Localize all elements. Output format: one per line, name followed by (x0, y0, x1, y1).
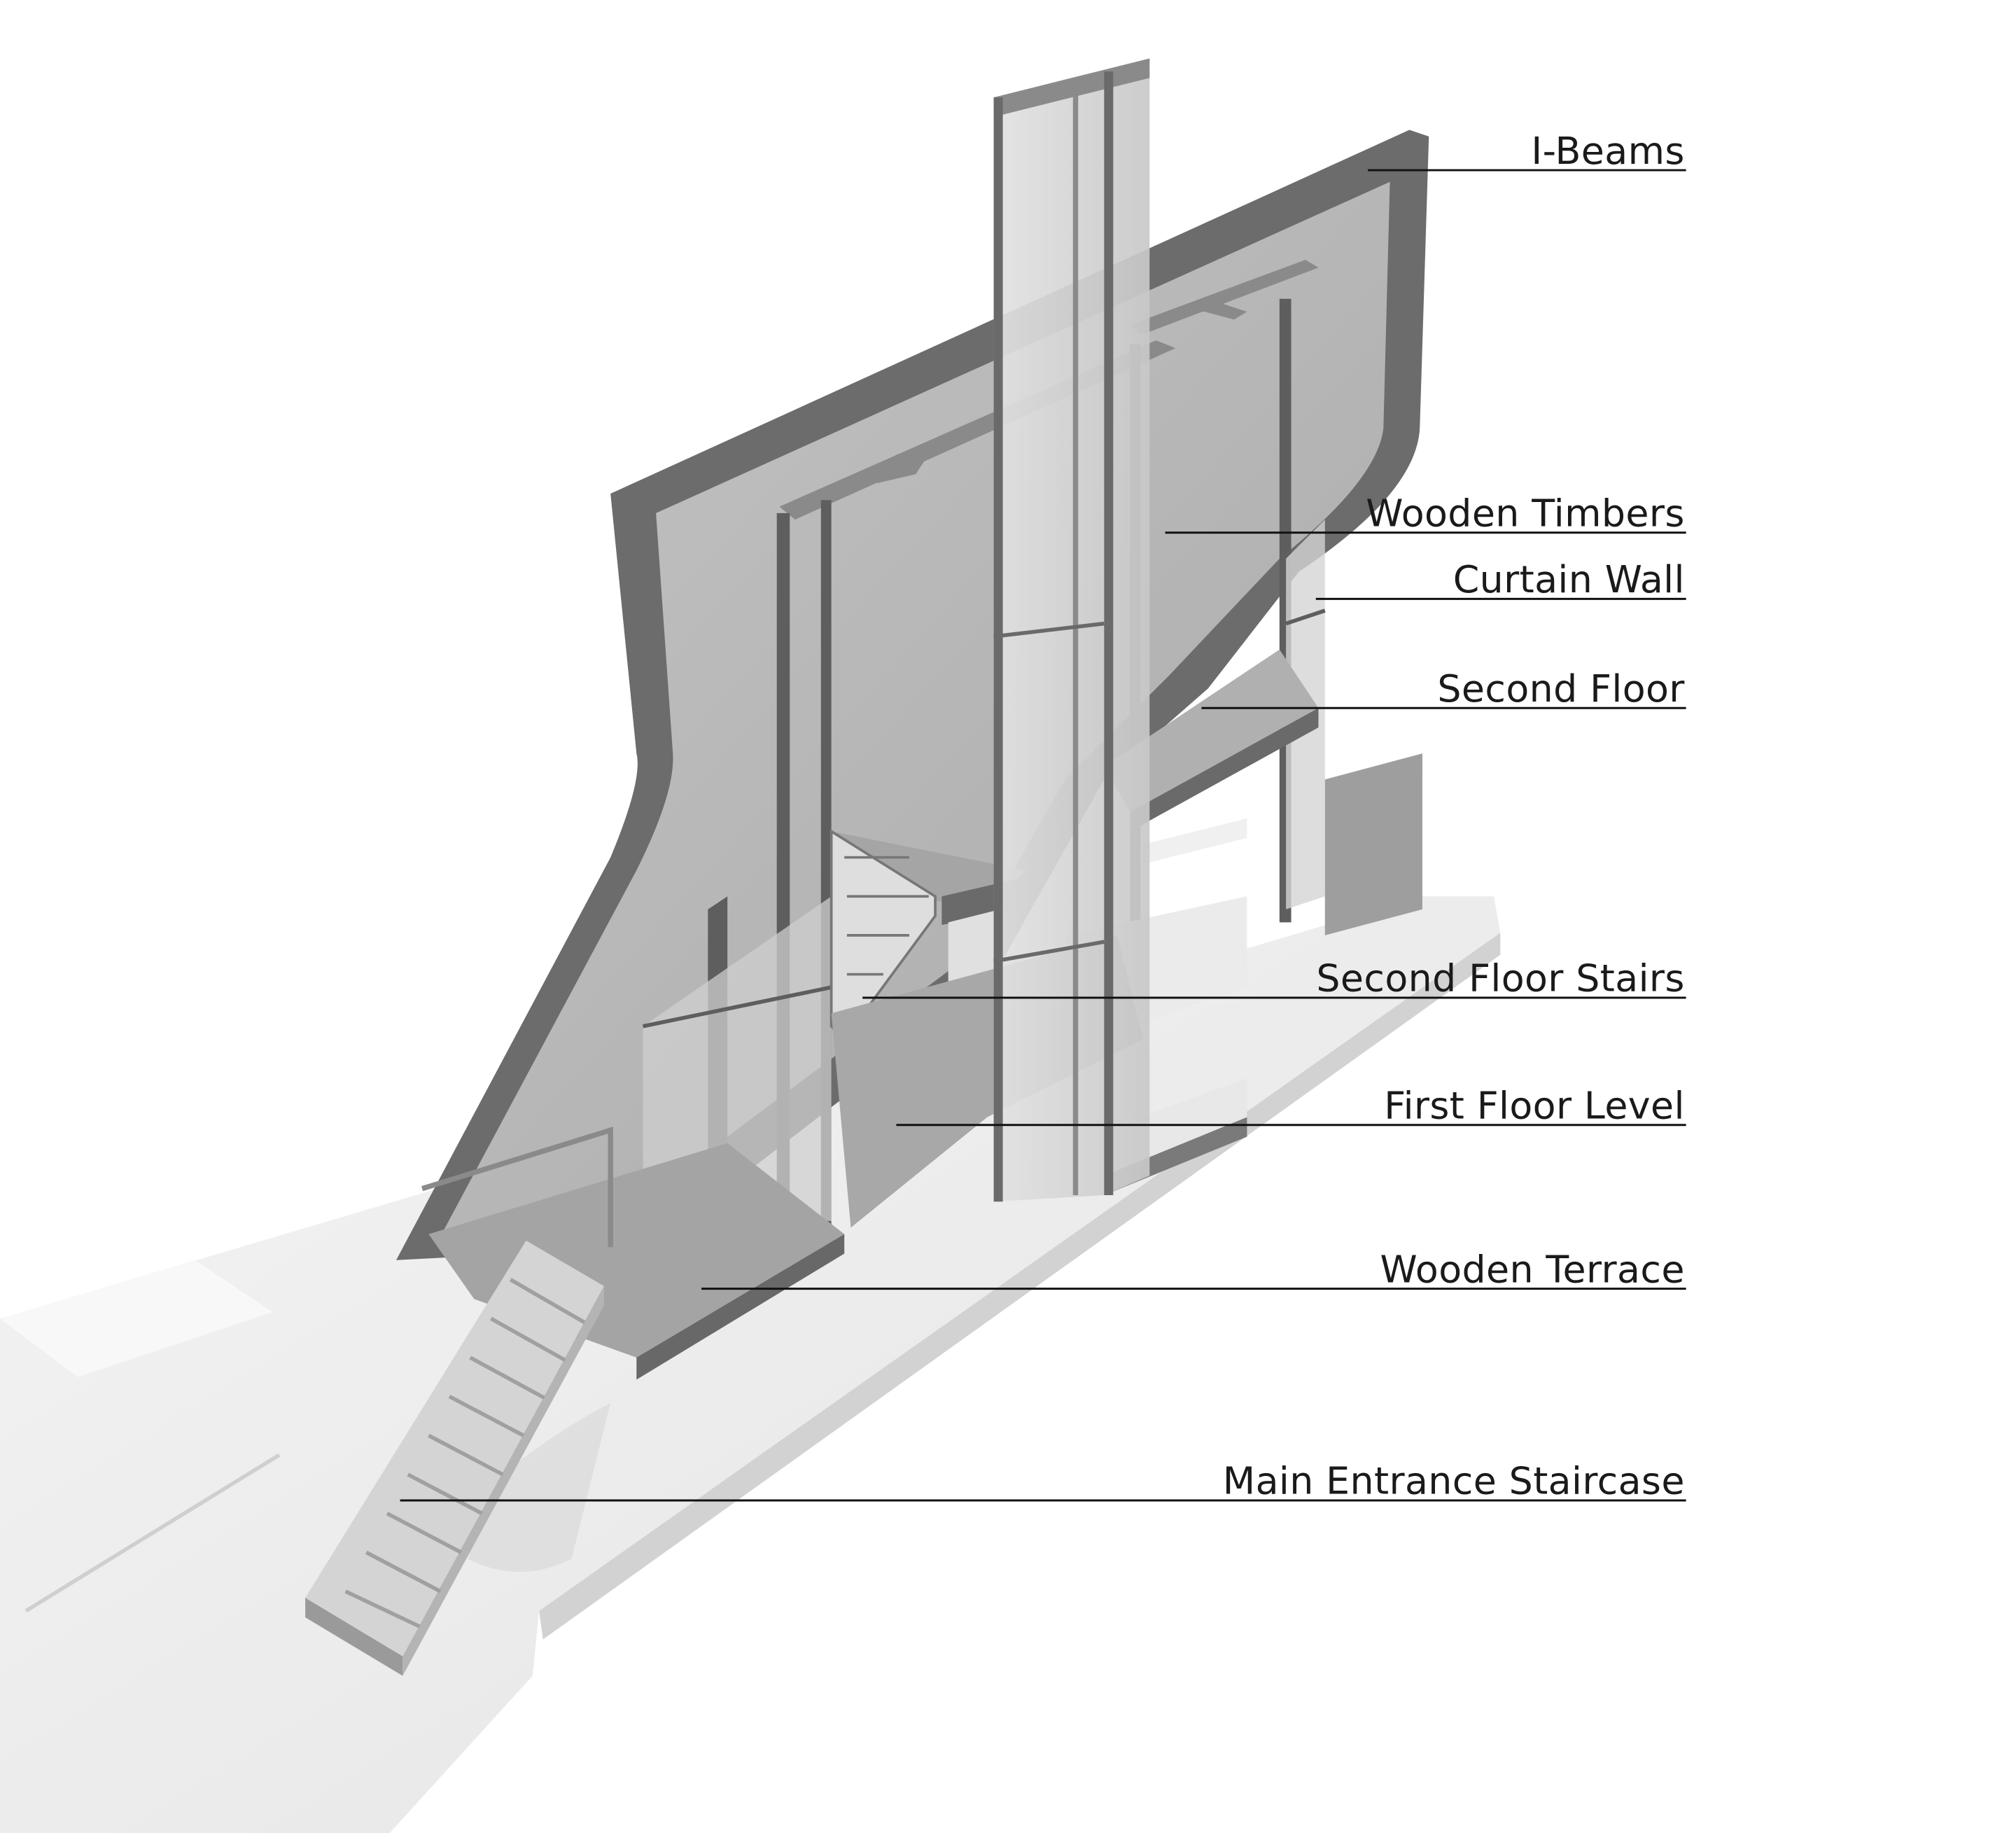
label-wooden-timbers: Wooden Timbers (1366, 491, 1684, 535)
glass-tower (993, 58, 1150, 1202)
callout-i-beams: I-Beams (1368, 129, 1686, 173)
label-i-beams: I-Beams (1531, 129, 1684, 173)
label-second-floor: Second Floor (1437, 667, 1685, 711)
callout-second-floor: Second Floor (1201, 667, 1686, 711)
callout-wooden-terrace: Wooden Terrace (701, 1247, 1686, 1291)
label-first-floor-level: First Floor Level (1384, 1084, 1685, 1128)
callout-main-entrance-staircase: Main Entrance Staircase (400, 1459, 1686, 1503)
main-entrance-staircase (305, 1240, 604, 1676)
callout-curtain-wall: Curtain Wall (1315, 557, 1686, 601)
callout-second-floor-stairs: Second Floor Stairs (862, 956, 1686, 1001)
label-curtain-wall: Curtain Wall (1453, 557, 1685, 601)
callout-first-floor-level: First Floor Level (896, 1084, 1686, 1128)
label-main-entrance-staircase: Main Entrance Staircase (1223, 1459, 1685, 1503)
label-second-floor-stairs: Second Floor Stairs (1316, 956, 1684, 1001)
second-floor-stairs (830, 829, 937, 1042)
concrete-wall (396, 130, 1429, 1260)
label-wooden-terrace: Wooden Terrace (1380, 1247, 1685, 1291)
callout-wooden-timbers: Wooden Timbers (1165, 491, 1686, 535)
